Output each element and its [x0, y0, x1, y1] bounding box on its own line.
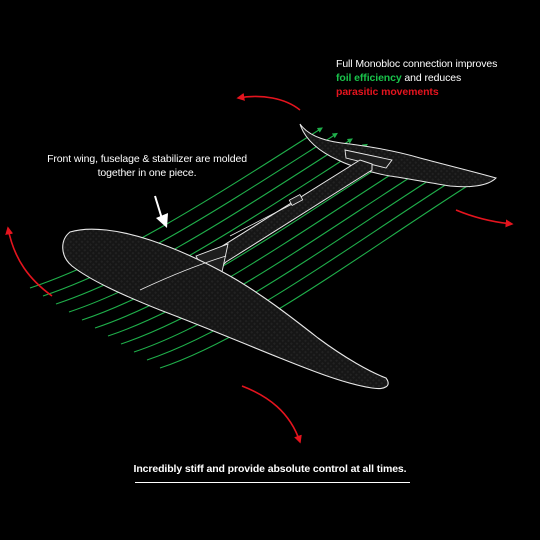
red-curved-arrow-icon — [455, 209, 514, 228]
monobloc-callout: Full Monobloc connection improves foil e… — [336, 57, 536, 99]
green-flow-arrow-icon — [146, 176, 458, 361]
fuselage-joint — [288, 193, 304, 207]
fuselage-seam — [229, 199, 301, 237]
monobloc-mid-text: and reduces — [401, 72, 462, 84]
stabilizer — [299, 123, 497, 188]
green-flow-arrow-icon — [120, 165, 428, 345]
green-flow-arrow-icon — [94, 154, 398, 329]
parasitic-movements-text: parasitic movements — [336, 86, 439, 98]
green-flow-arrow-icon — [133, 171, 443, 353]
red-curved-arrow-icon — [241, 385, 302, 444]
front-wing — [62, 228, 389, 390]
down-arrow-icon — [154, 195, 168, 228]
green-flow-arrow-icon — [68, 143, 368, 313]
green-flow-arrow-icon — [159, 182, 473, 369]
movement-arrows — [5, 93, 514, 444]
monobloc-line1: Full Monobloc connection improves — [336, 58, 498, 70]
red-curved-arrow-icon — [236, 93, 301, 111]
green-flow-arrow-icon — [42, 132, 338, 297]
foil-efficiency-text: foil efficiency — [336, 72, 402, 84]
red-curved-arrow-icon — [5, 226, 53, 297]
molded-callout: Front wing, fuselage & stabilizer are mo… — [47, 153, 247, 179]
green-flow-arrow-icon — [107, 160, 413, 337]
front-wing-highlight — [139, 255, 227, 291]
stabilizer-mount — [344, 149, 393, 169]
green-flow-arrow-icon — [29, 127, 323, 289]
green-flow-arrow-icon — [55, 138, 353, 305]
caption-underline — [135, 482, 410, 483]
caption: Incredibly stiff and provide absolute co… — [133, 463, 407, 475]
